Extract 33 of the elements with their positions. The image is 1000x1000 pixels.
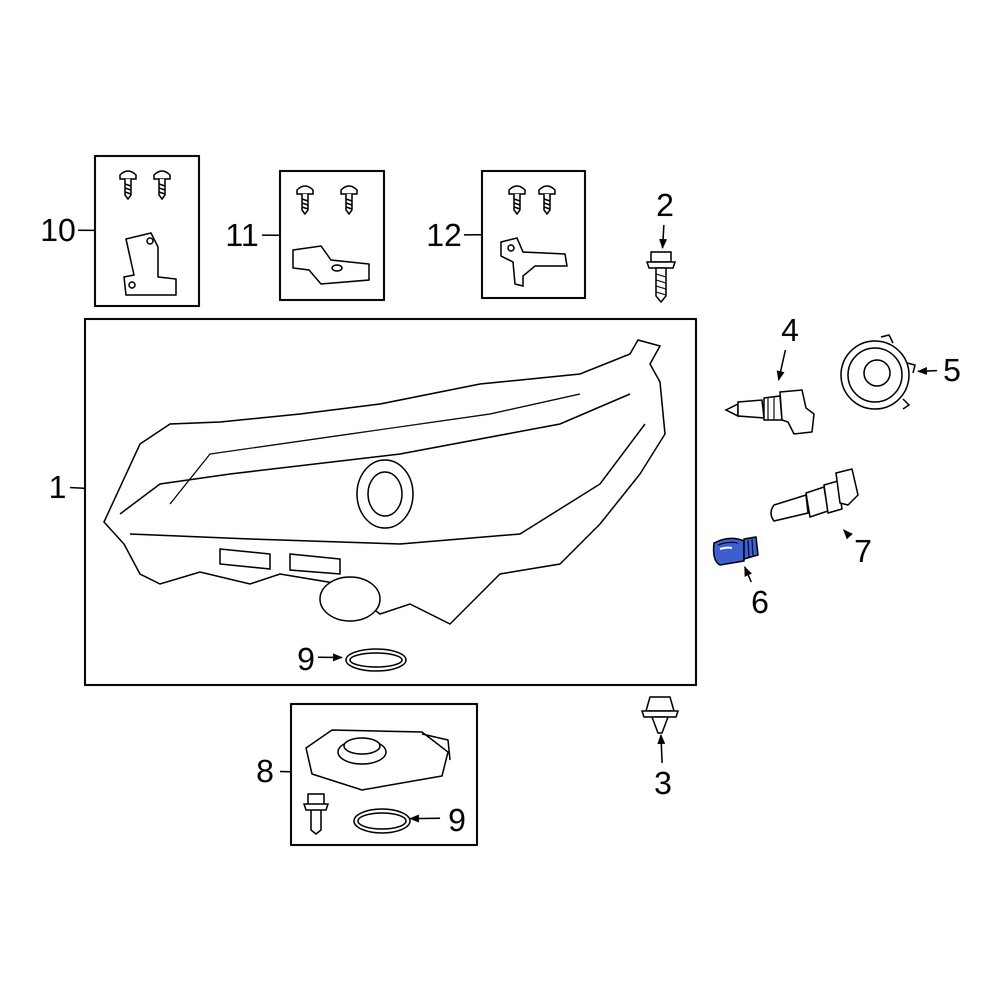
arrow bbox=[843, 529, 853, 540]
parts-group-box bbox=[481, 170, 586, 299]
leader-line bbox=[78, 229, 94, 232]
callout-number: 6 bbox=[751, 586, 769, 618]
callout-number: 7 bbox=[854, 535, 872, 567]
leader-line bbox=[70, 486, 84, 489]
parts-group-box bbox=[94, 155, 200, 307]
leader-line bbox=[262, 234, 279, 236]
o-ring-drawing bbox=[352, 807, 412, 835]
callout-number: 11 bbox=[225, 219, 259, 251]
arrow bbox=[744, 566, 752, 582]
callout-number: 4 bbox=[781, 314, 799, 346]
callout-number: 1 bbox=[48, 471, 66, 503]
arrow bbox=[776, 350, 786, 381]
callout-number: 9 bbox=[297, 643, 315, 675]
parts-group-box bbox=[279, 170, 385, 301]
parts-group-box bbox=[84, 318, 697, 686]
arrow bbox=[917, 366, 938, 375]
callout-number: 10 bbox=[40, 214, 76, 246]
arrow bbox=[659, 224, 668, 249]
parts-group-box bbox=[290, 703, 478, 846]
o-ring-drawing bbox=[344, 647, 408, 673]
callout-number: 5 bbox=[943, 354, 961, 386]
callout-number: 9 bbox=[448, 804, 466, 836]
callout-number: 2 bbox=[656, 189, 674, 221]
leader-line bbox=[464, 234, 481, 236]
callout-number: 12 bbox=[426, 219, 462, 251]
arrow bbox=[657, 734, 666, 764]
callout-number: 8 bbox=[256, 755, 274, 787]
arrow bbox=[409, 814, 440, 822]
arrow bbox=[318, 653, 343, 662]
callout-number: 3 bbox=[654, 767, 672, 799]
leader-line bbox=[280, 770, 290, 772]
